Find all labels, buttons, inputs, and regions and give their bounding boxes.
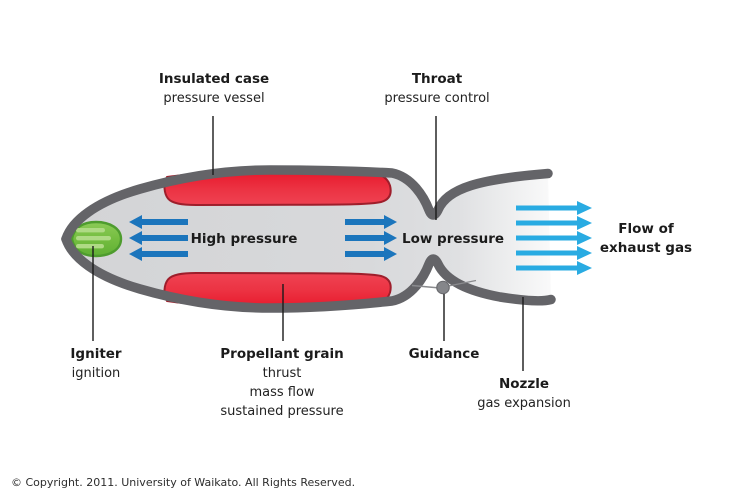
label-nozzle: Nozzle gas expansion <box>477 375 571 413</box>
arrow-right-icon <box>516 201 592 215</box>
arrow-left-icon <box>129 215 188 229</box>
label-insulated-case-sub: pressure vessel <box>163 91 265 106</box>
arrow-right-icon <box>516 246 592 260</box>
label-propellant-grain-sub: thrust <box>262 366 302 381</box>
copyright-notice: © Copyright. 2011. University of Waikato… <box>11 476 356 489</box>
label-low-pressure: Low pressure <box>401 231 505 247</box>
label-throat: Throat pressure control <box>384 70 489 108</box>
case-outline-bottom <box>61 234 556 313</box>
high-pressure-arrows-left <box>129 215 188 261</box>
insulated-case-outline <box>61 165 556 313</box>
arrow-left-icon <box>129 231 188 245</box>
label-guidance: Guidance <box>409 345 480 364</box>
callout-lines <box>92 116 524 371</box>
arrow-right-icon <box>516 231 592 245</box>
label-insulated-case-title: Insulated case <box>158 71 270 87</box>
exhaust-flow-arrows <box>516 201 592 275</box>
label-propellant-grain: Propellant grain thrust mass flow sustai… <box>220 345 343 421</box>
igniter-stripe <box>76 236 111 241</box>
label-guidance-title: Guidance <box>408 346 480 362</box>
label-exhaust-flow: Flow of exhaust gas <box>600 220 692 258</box>
label-throat-sub: pressure control <box>384 91 490 106</box>
label-insulated-case: Insulated case pressure vessel <box>159 70 269 108</box>
throat-flow-arrows-right <box>345 215 397 261</box>
label-igniter-title: Igniter <box>70 346 122 362</box>
label-exhaust-flow-line2: exhaust gas <box>599 240 693 256</box>
igniter-stripe <box>76 244 104 249</box>
label-exhaust-flow-line1: Flow of <box>618 221 674 237</box>
guidance-link-line <box>411 284 441 289</box>
guidance-link-line <box>445 279 477 288</box>
label-high-pressure: High pressure <box>190 231 298 247</box>
guidance-pivot <box>436 280 450 295</box>
label-igniter: Igniter ignition <box>70 345 121 383</box>
arrow-right-icon <box>516 261 592 275</box>
label-propellant-grain-sub: sustained pressure <box>220 404 344 419</box>
igniter-stripe <box>76 228 105 233</box>
label-nozzle-sub: gas expansion <box>477 396 571 411</box>
arrow-right-icon <box>345 215 397 229</box>
label-throat-title: Throat <box>411 71 463 87</box>
arrow-right-icon <box>516 216 592 230</box>
label-propellant-grain-sub: mass flow <box>249 385 315 400</box>
arrow-right-icon <box>345 247 397 261</box>
label-nozzle-title: Nozzle <box>498 376 550 392</box>
arrow-left-icon <box>129 247 188 261</box>
arrow-right-icon <box>345 231 397 245</box>
label-propellant-grain-title: Propellant grain <box>220 346 344 362</box>
label-igniter-sub: ignition <box>71 366 121 381</box>
case-outline-top <box>61 165 553 244</box>
guidance-assembly <box>411 279 477 295</box>
